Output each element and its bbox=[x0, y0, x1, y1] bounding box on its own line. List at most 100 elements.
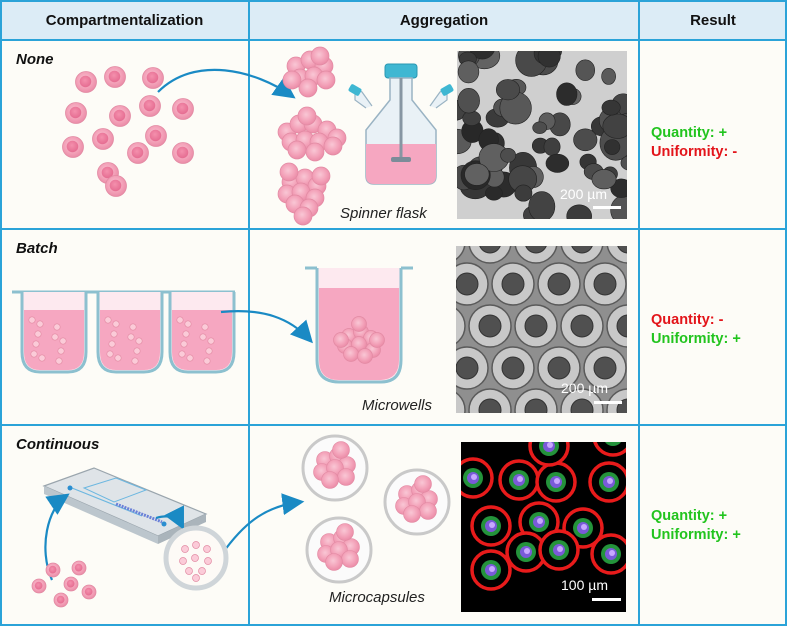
cell-icon bbox=[127, 142, 149, 164]
microwell-circle bbox=[468, 388, 512, 413]
microwell-circle bbox=[537, 346, 581, 390]
spinner-flask-icon bbox=[348, 63, 454, 185]
grid-line-row2 bbox=[0, 424, 787, 426]
header-compartmentalization: Compartmentalization bbox=[0, 0, 249, 40]
microcapsule-icon bbox=[305, 516, 373, 584]
result-row2-uniformity: Uniformity: + bbox=[651, 331, 741, 347]
cell-icon bbox=[179, 557, 187, 565]
aggregate-blob bbox=[601, 68, 616, 85]
microwell-batch-icon bbox=[20, 292, 88, 374]
aggregate-blob bbox=[485, 185, 503, 201]
cell-icon bbox=[31, 578, 47, 594]
loose-cells-row3 bbox=[31, 560, 97, 608]
arrow-row1 bbox=[157, 68, 296, 99]
microwell-circle bbox=[456, 262, 489, 306]
result-row3-quantity: Quantity: + bbox=[651, 508, 728, 524]
aggregate-blob bbox=[514, 184, 533, 202]
grid-line-header bbox=[0, 39, 787, 41]
microwell-circle bbox=[456, 246, 466, 261]
microwell-circle bbox=[456, 391, 466, 413]
aggregate-blob bbox=[602, 113, 627, 139]
cell-icon bbox=[92, 128, 114, 150]
cell-icon bbox=[172, 98, 194, 120]
aggregate-blob bbox=[537, 51, 561, 68]
aggregate-blob bbox=[545, 153, 570, 173]
micrograph-microcapsules: 100 µm bbox=[461, 442, 626, 612]
grid-line-right bbox=[785, 0, 787, 626]
petri-dish-icon bbox=[163, 525, 229, 591]
aggregate-blob bbox=[464, 163, 490, 186]
cell-icon bbox=[104, 66, 126, 88]
result-row3: Quantity: + Uniformity: + bbox=[640, 507, 786, 545]
microcapsule-icon bbox=[383, 468, 451, 536]
fluorescent-capsule bbox=[538, 529, 580, 571]
microwell-circle bbox=[491, 346, 535, 390]
microwell-circle bbox=[537, 262, 581, 306]
row-label-batch: Batch bbox=[16, 240, 58, 257]
cell-icon bbox=[109, 105, 131, 127]
scale-bar-row2 bbox=[594, 401, 622, 404]
aggregate-blob bbox=[462, 110, 481, 126]
microwell-circle bbox=[560, 304, 604, 348]
caption-spinner-flask: Spinner flask bbox=[340, 205, 427, 222]
microwell-batch-icon bbox=[96, 292, 164, 374]
cell-icon bbox=[105, 175, 127, 197]
cell-icon bbox=[192, 541, 200, 549]
cell-aggregate-icon bbox=[333, 316, 385, 364]
cell-icon bbox=[45, 562, 61, 578]
cell-icon bbox=[63, 576, 79, 592]
microwell-circle bbox=[560, 388, 604, 413]
grid-line-bottom bbox=[0, 624, 787, 626]
microwell-circle bbox=[583, 262, 627, 306]
microwell-circle bbox=[606, 246, 627, 264]
fluorescent-capsule bbox=[505, 531, 547, 573]
microcapsule-icon bbox=[301, 434, 369, 502]
microwell-circle bbox=[514, 246, 558, 264]
cell-icon bbox=[191, 554, 199, 562]
cell-icon bbox=[71, 560, 87, 576]
microwell-circle bbox=[606, 304, 627, 348]
cell-icon bbox=[185, 567, 193, 575]
scale-bar-row1 bbox=[593, 206, 621, 209]
result-row2-quantity: Quantity: - bbox=[651, 312, 724, 328]
cell-aggregate-icon bbox=[282, 46, 336, 98]
aggregate-blob bbox=[500, 147, 517, 163]
aggregate-blob bbox=[556, 82, 578, 106]
result-row1-quantity: Quantity: + bbox=[651, 125, 728, 141]
row-label-continuous: Continuous bbox=[16, 436, 100, 453]
microwell-circle bbox=[583, 346, 627, 390]
cell-aggregate-icon bbox=[277, 106, 347, 162]
aggregate-blob bbox=[495, 79, 520, 101]
cell-icon bbox=[204, 557, 212, 565]
cell-icon bbox=[145, 125, 167, 147]
aggregate-blob bbox=[543, 137, 561, 156]
microwell-icon bbox=[305, 266, 413, 384]
batch-wells-illustration bbox=[12, 290, 236, 374]
aggregate-blob bbox=[573, 128, 598, 152]
aggregate-blob bbox=[566, 204, 592, 219]
single-cells-illustration bbox=[62, 66, 194, 197]
aggregate-blob bbox=[575, 59, 595, 81]
scale-bar-row3 bbox=[592, 598, 621, 601]
microwell-circle bbox=[456, 346, 489, 390]
cell-icon bbox=[65, 102, 87, 124]
cell-icon bbox=[203, 545, 211, 553]
grid-line-top bbox=[0, 0, 787, 2]
scale-label-row2: 200 µm bbox=[561, 380, 608, 396]
cell-icon bbox=[198, 567, 206, 575]
result-row3-uniformity: Uniformity: + bbox=[651, 527, 741, 543]
result-row1: Quantity: + Uniformity: - bbox=[640, 124, 786, 162]
aggregate-blob bbox=[528, 191, 556, 219]
micrograph-spinner: 200 µm bbox=[457, 51, 627, 219]
row-label-none: None bbox=[16, 51, 54, 68]
header-aggregation: Aggregation bbox=[249, 0, 639, 40]
micrograph-microwells: 200 µm bbox=[456, 246, 627, 413]
header-result: Result bbox=[639, 0, 787, 40]
microwell-circle bbox=[468, 246, 512, 264]
grid-line-left bbox=[0, 0, 2, 626]
cell-icon bbox=[192, 574, 200, 582]
scale-label-row1: 200 µm bbox=[560, 186, 607, 202]
aggregate-blob bbox=[457, 60, 480, 84]
arrow-row2 bbox=[220, 310, 313, 344]
